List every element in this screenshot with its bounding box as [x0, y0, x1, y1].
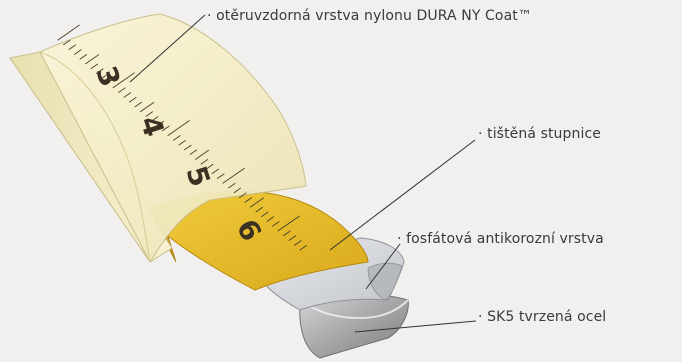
callout-printed-scale: · tištěná stupnice — [478, 126, 601, 142]
callout-nylon-coat: · otěruvzdorná vrstva nylonu DURA NY Coa… — [207, 8, 532, 24]
callout-phosphate-layer: · fosfátová antikorozní vrstva — [397, 231, 604, 247]
callout-steel-core: · SK5 tvrzená ocel — [478, 309, 606, 325]
